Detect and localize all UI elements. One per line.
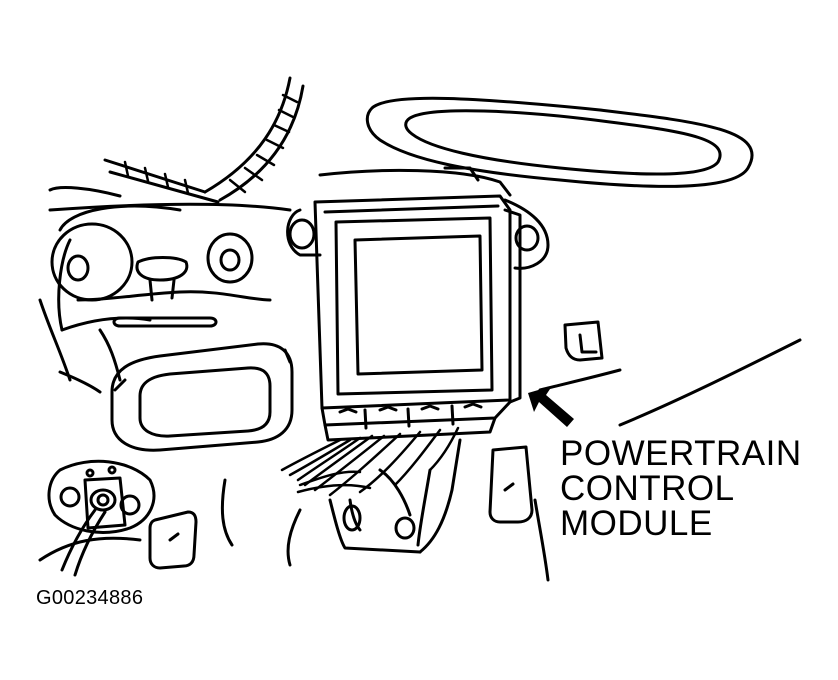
small-tab [148, 510, 198, 570]
control-module [313, 194, 522, 410]
mounting-bracket [286, 166, 550, 270]
callout-line-1: POWERTRAIN [560, 434, 802, 473]
recessed-panel [110, 342, 294, 452]
lower-bracket [328, 438, 462, 554]
dash-structure [38, 186, 292, 382]
upper-oval-panel [365, 96, 754, 188]
callout-line-3: MODULE [560, 504, 713, 543]
right-side-trim [488, 320, 802, 582]
module-connectors [320, 400, 512, 442]
figure-id-label: G00234886 [36, 587, 144, 609]
lower-dash-lines [38, 370, 302, 567]
callout-line-2: CONTROL [560, 469, 735, 508]
dash-knobs [50, 222, 254, 302]
wiring-harness [280, 426, 460, 497]
component-callout-label: POWERTRAIN CONTROL MODULE [560, 436, 802, 541]
callout-arrow [528, 386, 574, 427]
pillar-trim [103, 76, 305, 204]
switch-assembly [47, 459, 156, 577]
